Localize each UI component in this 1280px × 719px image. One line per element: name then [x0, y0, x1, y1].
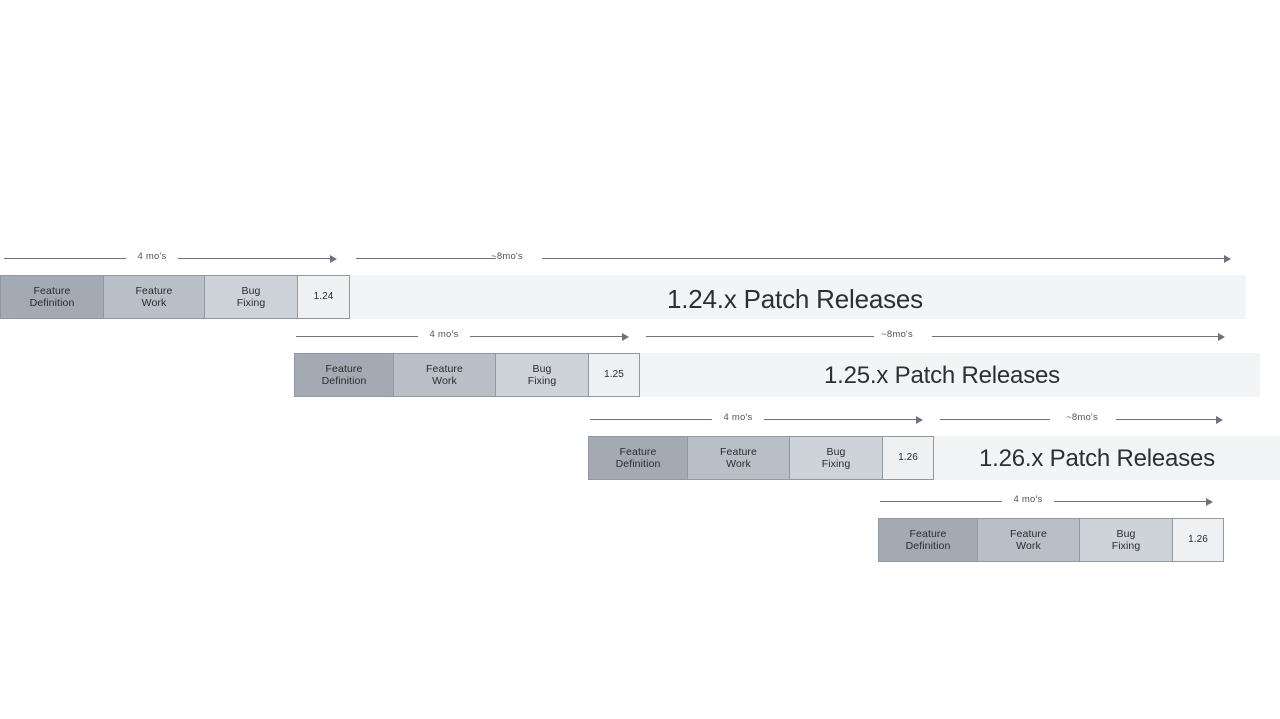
- measure-line-left: [356, 258, 496, 259]
- phase-line-1: Feature: [426, 362, 463, 375]
- phase-feature-definition[interactable]: Feature Definition: [588, 436, 688, 480]
- measure-line-left: [646, 336, 874, 337]
- measure-label: ~8mo's: [881, 329, 913, 340]
- measure-label: 4 mo's: [137, 251, 167, 262]
- measure-line-right: [1054, 501, 1210, 502]
- phase-feature-work[interactable]: Feature Work: [687, 436, 790, 480]
- measure-four-months-125: 4 mo's: [292, 329, 640, 345]
- measure-line-left: [590, 419, 712, 420]
- phase-line-2: Work: [726, 458, 751, 470]
- phase-line-1: Feature: [619, 445, 657, 458]
- phase-line-2: Definition: [905, 540, 951, 552]
- measure-label: 4 mo's: [429, 329, 459, 340]
- measure-line-right: [932, 336, 1222, 337]
- measure-line-left: [296, 336, 418, 337]
- phase-line-1: Bug: [826, 445, 846, 458]
- patch-release-label-125: 1.25.x Patch Releases: [824, 362, 1060, 389]
- measure-label: ~8mo's: [1066, 412, 1098, 423]
- phase-boxes-126: Feature Definition Feature Work Bug Fixi…: [588, 436, 934, 480]
- phase-line-2: Fixing: [1111, 540, 1141, 552]
- phase-bug-fixing[interactable]: Bug Fixing: [1079, 518, 1173, 562]
- phase-line-1: Bug: [241, 284, 261, 297]
- measure-line-right: [178, 258, 334, 259]
- patch-release-label-124: 1.24.x Patch Releases: [667, 284, 923, 314]
- phase-version-box[interactable]: 1.25: [588, 353, 640, 397]
- measure-line-left: [940, 419, 1050, 420]
- measure-four-months-124: 4 mo's: [0, 251, 350, 267]
- patch-release-label-126: 1.26.x Patch Releases: [979, 445, 1215, 472]
- measure-eight-months-126: ~8mo's: [936, 412, 1236, 428]
- phase-version-box[interactable]: 1.24: [297, 275, 350, 319]
- measure-line-right: [542, 258, 1228, 259]
- phase-version-box[interactable]: 1.26: [882, 436, 934, 480]
- phase-line-2: Work: [141, 297, 167, 309]
- phase-line-1: Bug: [532, 362, 552, 375]
- phase-feature-work[interactable]: Feature Work: [977, 518, 1080, 562]
- arrowhead-icon: [622, 332, 629, 341]
- phase-line-1: Feature: [1010, 527, 1047, 540]
- phase-feature-work[interactable]: Feature Work: [103, 275, 205, 319]
- arrowhead-icon: [330, 254, 337, 263]
- phase-line-1: Feature: [325, 362, 363, 375]
- measure-eight-months-125: ~8mo's: [642, 329, 1236, 345]
- phase-line-1: Feature: [135, 284, 173, 297]
- phase-line-1: Bug: [1116, 527, 1136, 540]
- measure-four-months-126: 4 mo's: [586, 412, 934, 428]
- measure-label: 4 mo's: [723, 412, 753, 423]
- measure-line-right: [1116, 419, 1220, 420]
- phase-boxes-127: Feature Definition Feature Work Bug Fixi…: [878, 518, 1224, 562]
- measure-four-months-127: 4 mo's: [876, 494, 1224, 510]
- phase-line-2: Fixing: [527, 375, 557, 387]
- phase-bug-fixing[interactable]: Bug Fixing: [204, 275, 298, 319]
- measure-label: 4 mo's: [1013, 494, 1043, 505]
- phase-line-2: Definition: [321, 375, 367, 387]
- measure-label: ~8mo's: [491, 251, 523, 262]
- phase-feature-definition[interactable]: Feature Definition: [294, 353, 394, 397]
- phase-line-2: Fixing: [821, 458, 851, 470]
- measure-line-right: [764, 419, 920, 420]
- phase-line-2: Definition: [29, 297, 75, 309]
- version-label: 1.26: [898, 452, 918, 464]
- version-label: 1.25: [604, 369, 624, 381]
- phase-bug-fixing[interactable]: Bug Fixing: [495, 353, 589, 397]
- phase-line-1: Feature: [720, 445, 757, 458]
- phase-line-1: Feature: [909, 527, 947, 540]
- phase-line-2: Definition: [615, 458, 661, 470]
- measure-eight-months-124: ~8mo's: [352, 251, 1240, 267]
- arrowhead-icon: [1218, 332, 1225, 341]
- measure-line-right: [470, 336, 626, 337]
- version-label: 1.26: [1188, 534, 1208, 546]
- phase-line-2: Fixing: [236, 297, 266, 309]
- phase-feature-work[interactable]: Feature Work: [393, 353, 496, 397]
- phase-version-box[interactable]: 1.26: [1172, 518, 1224, 562]
- phase-line-2: Work: [432, 375, 457, 387]
- arrowhead-icon: [916, 415, 923, 424]
- phase-boxes-124: Feature Definition Feature Work Bug Fixi…: [0, 275, 350, 319]
- phase-feature-definition[interactable]: Feature Definition: [0, 275, 104, 319]
- measure-line-left: [4, 258, 126, 259]
- version-label: 1.24: [313, 291, 334, 303]
- arrowhead-icon: [1216, 415, 1223, 424]
- measure-line-left: [880, 501, 1002, 502]
- phase-boxes-125: Feature Definition Feature Work Bug Fixi…: [294, 353, 640, 397]
- arrowhead-icon: [1206, 497, 1213, 506]
- phase-feature-definition[interactable]: Feature Definition: [878, 518, 978, 562]
- phase-line-2: Work: [1016, 540, 1041, 552]
- phase-line-1: Feature: [33, 284, 71, 297]
- phase-bug-fixing[interactable]: Bug Fixing: [789, 436, 883, 480]
- arrowhead-icon: [1224, 254, 1231, 263]
